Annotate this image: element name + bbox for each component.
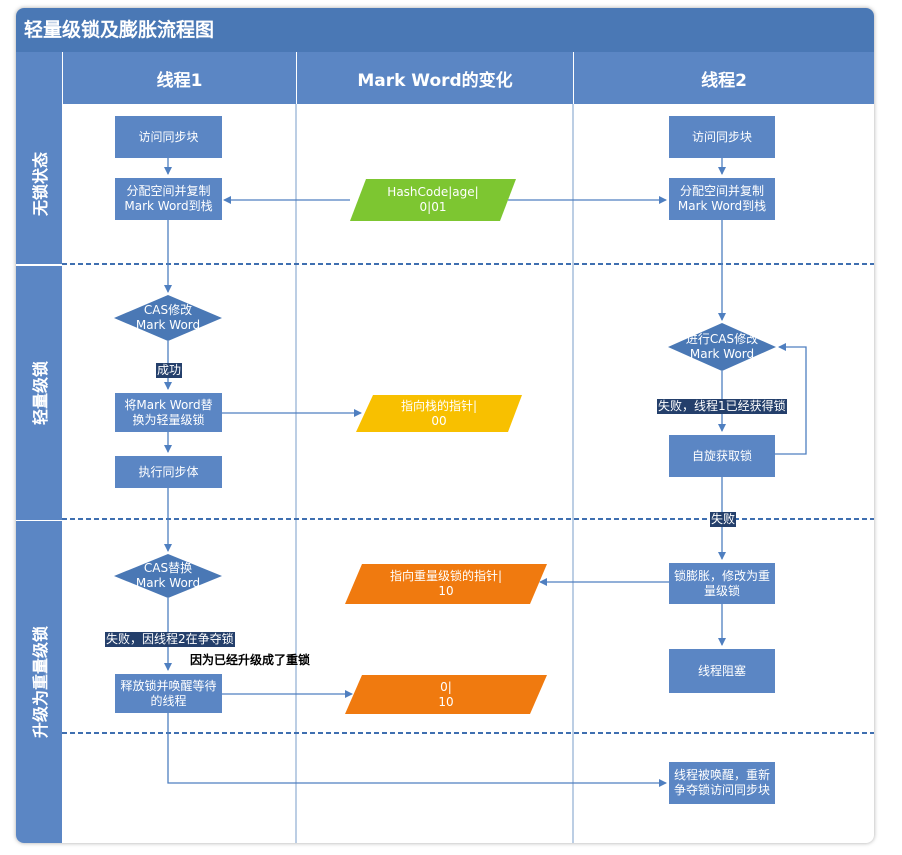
title-bar: 轻量级锁及膨胀流程图	[16, 8, 874, 52]
column-header-thread2: 线程2	[573, 52, 874, 104]
column-header-thread1: 线程1	[62, 52, 296, 104]
markword-stack-text: 指向栈的指针| 00	[400, 398, 478, 428]
label-fail-spin: 失败，线程1已经获得锁	[657, 399, 787, 414]
thread1-release-box: 释放锁并唤醒等待 的线程	[115, 674, 222, 713]
thread2-cas-label: 进行CAS修改 Mark Word	[685, 332, 759, 361]
row-header-unlocked: 无锁状态	[16, 104, 62, 264]
markword-hash-shape	[350, 179, 516, 221]
column-header-markword: Mark Word的变化	[296, 52, 573, 104]
thread2-cas-diamond	[668, 323, 776, 371]
corner-header	[16, 52, 62, 104]
thread1-casswap-diamond	[114, 554, 222, 598]
thread1-access-box: 访问同步块	[115, 116, 222, 158]
row-header-lightweight: 轻量级锁	[16, 265, 62, 520]
label-fail: 失败	[710, 512, 737, 527]
markword-hash-text: HashCode|age| 0|01	[387, 185, 479, 214]
diagram-title: 轻量级锁及膨胀流程图	[24, 19, 215, 41]
markword-empty-text: 0| 10	[438, 679, 454, 709]
thread1-copy-box: 分配空间并复制 Mark Word到栈	[115, 178, 222, 220]
markword-heavy-shape	[345, 564, 547, 604]
thread2-block-box: 线程阻塞	[669, 649, 775, 693]
thread2-inflate-box: 锁膨胀，修改为重 量级锁	[669, 563, 775, 604]
thread1-cas-diamond	[114, 295, 222, 341]
row-header-upgrade: 升级为重量级锁	[16, 520, 62, 843]
thread2-copy-box: 分配空间并复制 Mark Word到栈	[669, 178, 775, 220]
label-success: 成功	[156, 363, 183, 378]
markword-heavy-text: 指向重量级锁的指针| 10	[389, 569, 503, 598]
label-fail-contend: 失败，因线程2在争夺锁	[105, 632, 235, 647]
thread1-cas-label: CAS修改 Mark Word	[135, 303, 201, 332]
thread2-spin-box: 自旋获取锁	[669, 435, 775, 477]
diagram-frame: 轻量级锁及膨胀流程图 线程1 Mark Word的变化 线程2 无锁状态 轻量级…	[16, 8, 874, 843]
annotation-note: 因为已经升级成了重锁	[190, 653, 311, 667]
thread2-access-box: 访问同步块	[669, 116, 775, 158]
thread1-replace-box: 将Mark Word替 换为轻量级锁	[115, 393, 222, 432]
connector-layer	[62, 104, 874, 843]
thread2-wake-box: 线程被唤醒，重新 争夺锁访问同步块	[669, 762, 775, 804]
thread1-casswap-label: CAS替换 Mark Word	[135, 561, 201, 590]
markword-empty-shape	[345, 675, 547, 714]
thread1-exec-box: 执行同步体	[115, 456, 222, 488]
markword-stack-shape	[356, 395, 522, 432]
